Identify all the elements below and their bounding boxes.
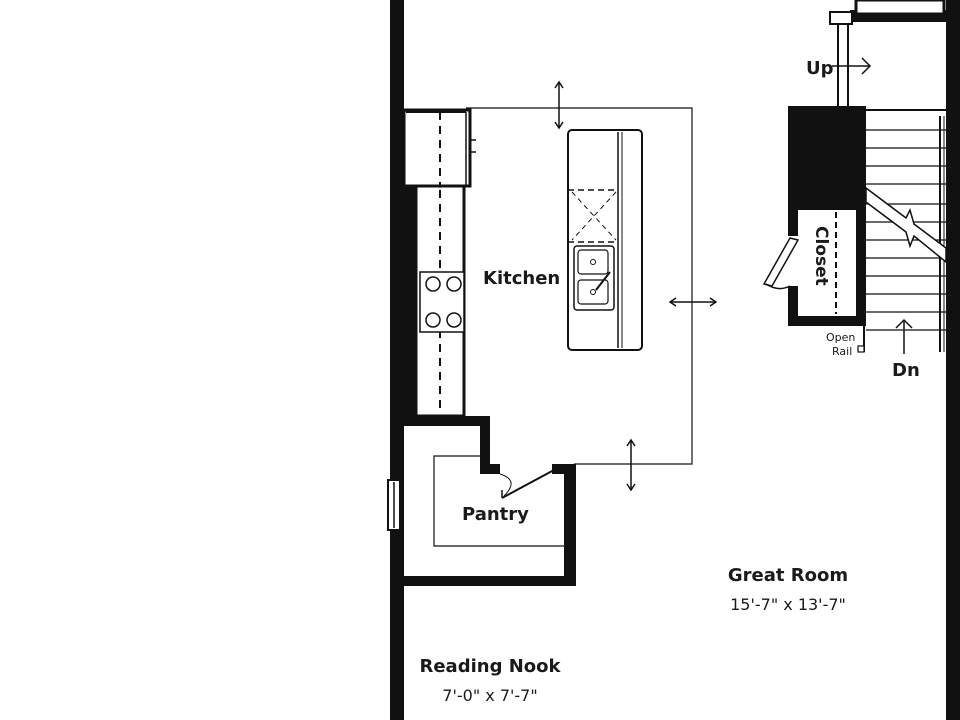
up-arrow-icon: [832, 57, 872, 75]
down-arrow-icon: [895, 318, 913, 354]
sink-icon: [573, 245, 615, 311]
cooktop-icon: [419, 271, 465, 333]
open-rail-post: [857, 345, 865, 353]
pantry-door-icon: [499, 469, 555, 499]
kitchen-label: Kitchen: [483, 268, 560, 289]
great-room-dimensions: 15'-7" x 13'-7": [730, 595, 846, 614]
closet-label: Closet: [811, 226, 831, 286]
reading-nook-dimensions: 7'-0" x 7'-7": [442, 686, 537, 705]
stairs-down-label: Dn: [892, 360, 920, 381]
stair-break-line: [865, 186, 947, 264]
upper-cabinet: [402, 108, 476, 188]
pantry-label: Pantry: [462, 504, 529, 525]
closet-walls: [788, 106, 866, 326]
top-niche: [854, 0, 946, 16]
dimension-arrow-bottom-icon: [626, 438, 636, 492]
left-exterior-wall: [390, 0, 404, 720]
dimension-arrow-top-icon: [554, 80, 564, 130]
dimension-arrow-right-icon: [668, 297, 718, 307]
closet-door-icon: [762, 237, 800, 290]
kitchen-outline: [466, 107, 693, 465]
pantry-walls: [387, 416, 576, 586]
reading-nook-label: Reading Nook: [419, 656, 561, 677]
exterior-walls: [390, 0, 960, 720]
stair-newel: [829, 11, 853, 106]
pantry-shelf: [433, 455, 564, 547]
great-room-label: Great Room: [728, 565, 848, 586]
open-rail-label-line1: Open: [826, 331, 855, 344]
open-rail-label-line2: Rail: [832, 345, 852, 358]
stairs-up-label: Up: [806, 58, 834, 79]
kitchen-island: [567, 129, 643, 351]
right-exterior-wall: [946, 0, 960, 720]
